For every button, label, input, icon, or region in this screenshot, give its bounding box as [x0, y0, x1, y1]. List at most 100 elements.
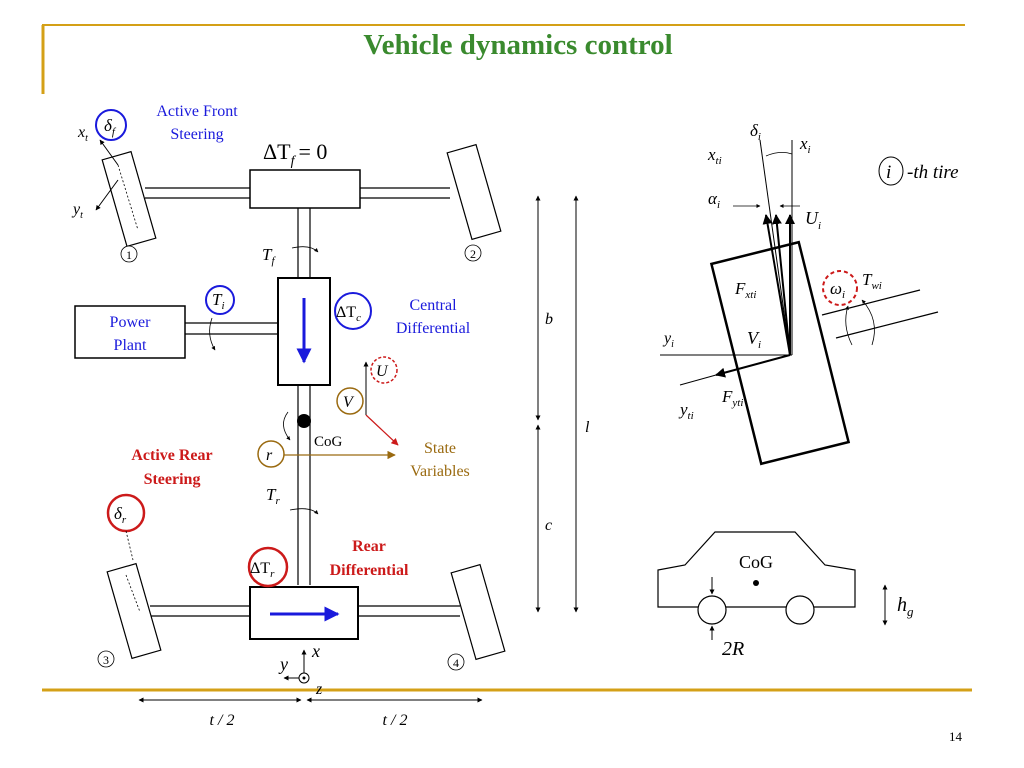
- central-differential-2: Differential: [396, 320, 471, 337]
- delta-tr-circle: [247, 546, 289, 588]
- car-rear-wheel: [785, 595, 815, 625]
- power-plant-label-1: Power: [110, 314, 152, 331]
- power-plant-box: [74, 305, 186, 359]
- active-front-steering-1: Active Front: [156, 103, 238, 120]
- yi-label: yi: [662, 330, 674, 350]
- vi-label: Vi: [747, 328, 761, 351]
- omega-i-circle: [822, 270, 858, 306]
- dim-l-label: l: [585, 419, 590, 436]
- yti-axis-line: [679, 374, 717, 386]
- i-th-tire-symbol: i: [886, 162, 891, 183]
- v-circle: [336, 387, 364, 415]
- fxti-vector: [762, 214, 791, 356]
- fyti-vector: [715, 354, 791, 378]
- xi-label: xi: [799, 134, 811, 156]
- delta-tf-label: ΔTf= 0: [263, 139, 327, 169]
- tr-torque-arc: [289, 508, 319, 515]
- delta-i-arc: [765, 152, 793, 157]
- two-r-label: 2R: [722, 638, 744, 660]
- delta-f-circle: [95, 109, 127, 141]
- wheel-4-number: 4: [453, 656, 459, 670]
- dim-c-label: c: [545, 517, 552, 534]
- tire-body: [709, 240, 851, 466]
- fxti-label: Fxti: [734, 279, 756, 301]
- state-variables-arrow-v: [365, 414, 399, 446]
- z-axis-dot: [302, 676, 306, 680]
- delta-tr-label: ΔTr: [250, 560, 275, 580]
- ti-torque-arc: [209, 317, 216, 351]
- tr-label: Tr: [266, 485, 280, 507]
- delta-r-guide: [125, 530, 134, 561]
- vi-vector: [771, 214, 791, 356]
- wheel-rear-left: [106, 562, 162, 660]
- wheel-1-number: 1: [126, 248, 132, 262]
- i-th-tire-label: -th tire: [907, 162, 959, 183]
- fyti-label: Fyti: [721, 387, 743, 409]
- dim-b-label: b: [545, 311, 553, 328]
- half-track-right-label: t / 2: [383, 712, 408, 729]
- front-differential-box: [249, 169, 361, 209]
- wheel-rear-right: [450, 563, 506, 661]
- state-variables-2: Variables: [410, 463, 470, 480]
- tire-diagram: δi xti xi i -th tire αi Ui Fxti Vi yi Fy…: [660, 121, 959, 466]
- alpha-i-label: αi: [708, 189, 720, 211]
- slide-title: Vehicle dynamics control: [363, 29, 672, 61]
- twi-label: Twi: [862, 270, 882, 292]
- delta-tc-circle: [334, 292, 372, 330]
- wheel-front-left: [101, 150, 157, 248]
- cog-label: CoG: [314, 434, 343, 450]
- tire-axle-lower: [835, 311, 939, 339]
- yaw-rate-arc: [283, 411, 291, 441]
- half-track-left-label: t / 2: [210, 712, 235, 729]
- i-th-tire-circle: [878, 156, 904, 186]
- vehicle-layout-diagram: Power Plant 1 2 3 4 δf Active Front Stee…: [71, 103, 590, 729]
- car-cog-point: [753, 580, 759, 586]
- x-axis-label: x: [311, 641, 320, 661]
- u-label: U: [376, 363, 389, 380]
- wheel-front-right: [446, 143, 502, 241]
- rear-differential-2: Differential: [330, 562, 409, 579]
- omega-i-rotation-arc: [845, 305, 853, 346]
- ui-label: Ui: [805, 208, 821, 232]
- xt-axis-arrow: [99, 139, 119, 166]
- tf-torque-arc: [291, 246, 319, 253]
- ti-circle: [205, 285, 235, 315]
- car-cog-label: CoG: [739, 552, 773, 572]
- r-circle: [257, 440, 285, 468]
- u-circle: [370, 356, 398, 384]
- delta-i-label: δi: [750, 121, 761, 143]
- omega-i-label: ωi: [830, 279, 845, 301]
- xti-label: xti: [707, 145, 722, 167]
- yt-label: yt: [71, 201, 83, 221]
- yt-axis-arrow: [95, 179, 119, 211]
- v-label: V: [343, 394, 355, 411]
- wheel-3-number: 3: [103, 653, 109, 667]
- delta-tc-label: ΔTc: [336, 304, 361, 324]
- central-differential-1: Central: [409, 297, 457, 314]
- ti-label: Ti: [212, 290, 225, 312]
- wheel-2-number: 2: [470, 247, 476, 261]
- wheel-front-left-centerline: [117, 164, 139, 231]
- delta-f-symbol: δf: [104, 116, 117, 138]
- rear-differential-1: Rear: [352, 538, 386, 555]
- state-variables-1: State: [424, 440, 456, 457]
- hg-label: hg: [897, 594, 914, 619]
- tire-axle-upper: [821, 289, 921, 316]
- car-body: [657, 531, 856, 608]
- wheel-2-badge: [464, 244, 482, 262]
- twi-torque-arc: [861, 299, 875, 346]
- wheel-1-badge: [120, 245, 138, 263]
- delta-r-symbol: δr: [114, 504, 127, 526]
- cog-point: [297, 414, 311, 428]
- active-rear-steering-2: Steering: [144, 471, 201, 488]
- y-axis-label: y: [278, 654, 288, 674]
- wheel-3-badge: [97, 650, 115, 668]
- z-axis-label: z: [315, 681, 323, 698]
- active-rear-steering-1: Active Rear: [131, 447, 212, 464]
- page-number: 14: [949, 729, 963, 744]
- wheel-rear-left-centerline: [125, 574, 141, 613]
- tf-label: Tf: [262, 245, 276, 267]
- xt-label: xt: [77, 124, 88, 144]
